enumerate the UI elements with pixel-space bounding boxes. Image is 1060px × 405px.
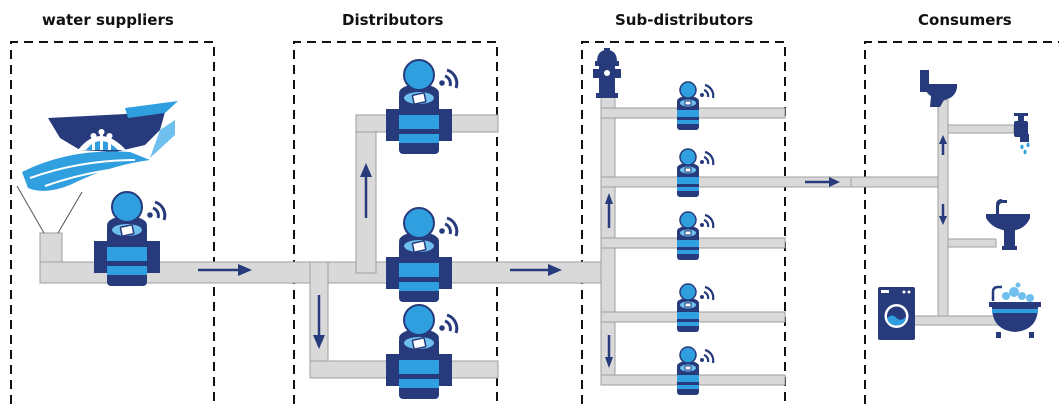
arrow-down-sub xyxy=(605,335,613,368)
arrow-up-sub xyxy=(605,193,613,228)
smart-water-meter-icon xyxy=(675,80,715,132)
washing-machine-icon xyxy=(878,287,915,340)
section-border-sub-distributors xyxy=(581,41,786,404)
arrow-right-supplier xyxy=(198,264,252,276)
smart-water-meter-icon xyxy=(675,282,715,334)
bathtub-icon xyxy=(989,282,1041,338)
collection-funnel xyxy=(16,185,83,234)
smart-water-meter-icon xyxy=(384,58,459,156)
arrow-down-distributor xyxy=(313,295,325,349)
smart-water-meter-icon xyxy=(675,345,715,397)
heading-consumers: Consumers xyxy=(918,11,1012,29)
sink-icon xyxy=(986,199,1030,250)
section-border-distributors xyxy=(293,41,498,404)
arrow-right-sub xyxy=(805,177,840,187)
arrow-up-consumer xyxy=(939,135,947,155)
smart-water-meter-icon xyxy=(384,303,459,401)
smart-water-meter-icon xyxy=(675,210,715,262)
flow-arrows xyxy=(198,135,947,368)
heading-sub-distributors: Sub-distributors xyxy=(615,11,754,29)
dam-icon xyxy=(22,101,178,191)
heading-distributors: Distributors xyxy=(342,11,444,29)
section-border-consumers xyxy=(864,41,1059,404)
arrow-right-distributor xyxy=(510,264,562,276)
water-tap-icon xyxy=(1014,113,1030,155)
smart-water-meter-icon xyxy=(384,206,459,304)
pipe-network xyxy=(39,94,1015,386)
section-border-water-suppliers xyxy=(10,41,215,404)
smart-water-meter-icon xyxy=(92,190,167,288)
arrow-down-consumer xyxy=(939,204,947,225)
toilet-icon xyxy=(920,70,957,107)
smart-water-meter-icon xyxy=(675,147,715,199)
arrow-up-distributor xyxy=(360,163,372,218)
heading-water-suppliers: water suppliers xyxy=(42,11,174,29)
fire-hydrant-icon xyxy=(593,48,621,98)
